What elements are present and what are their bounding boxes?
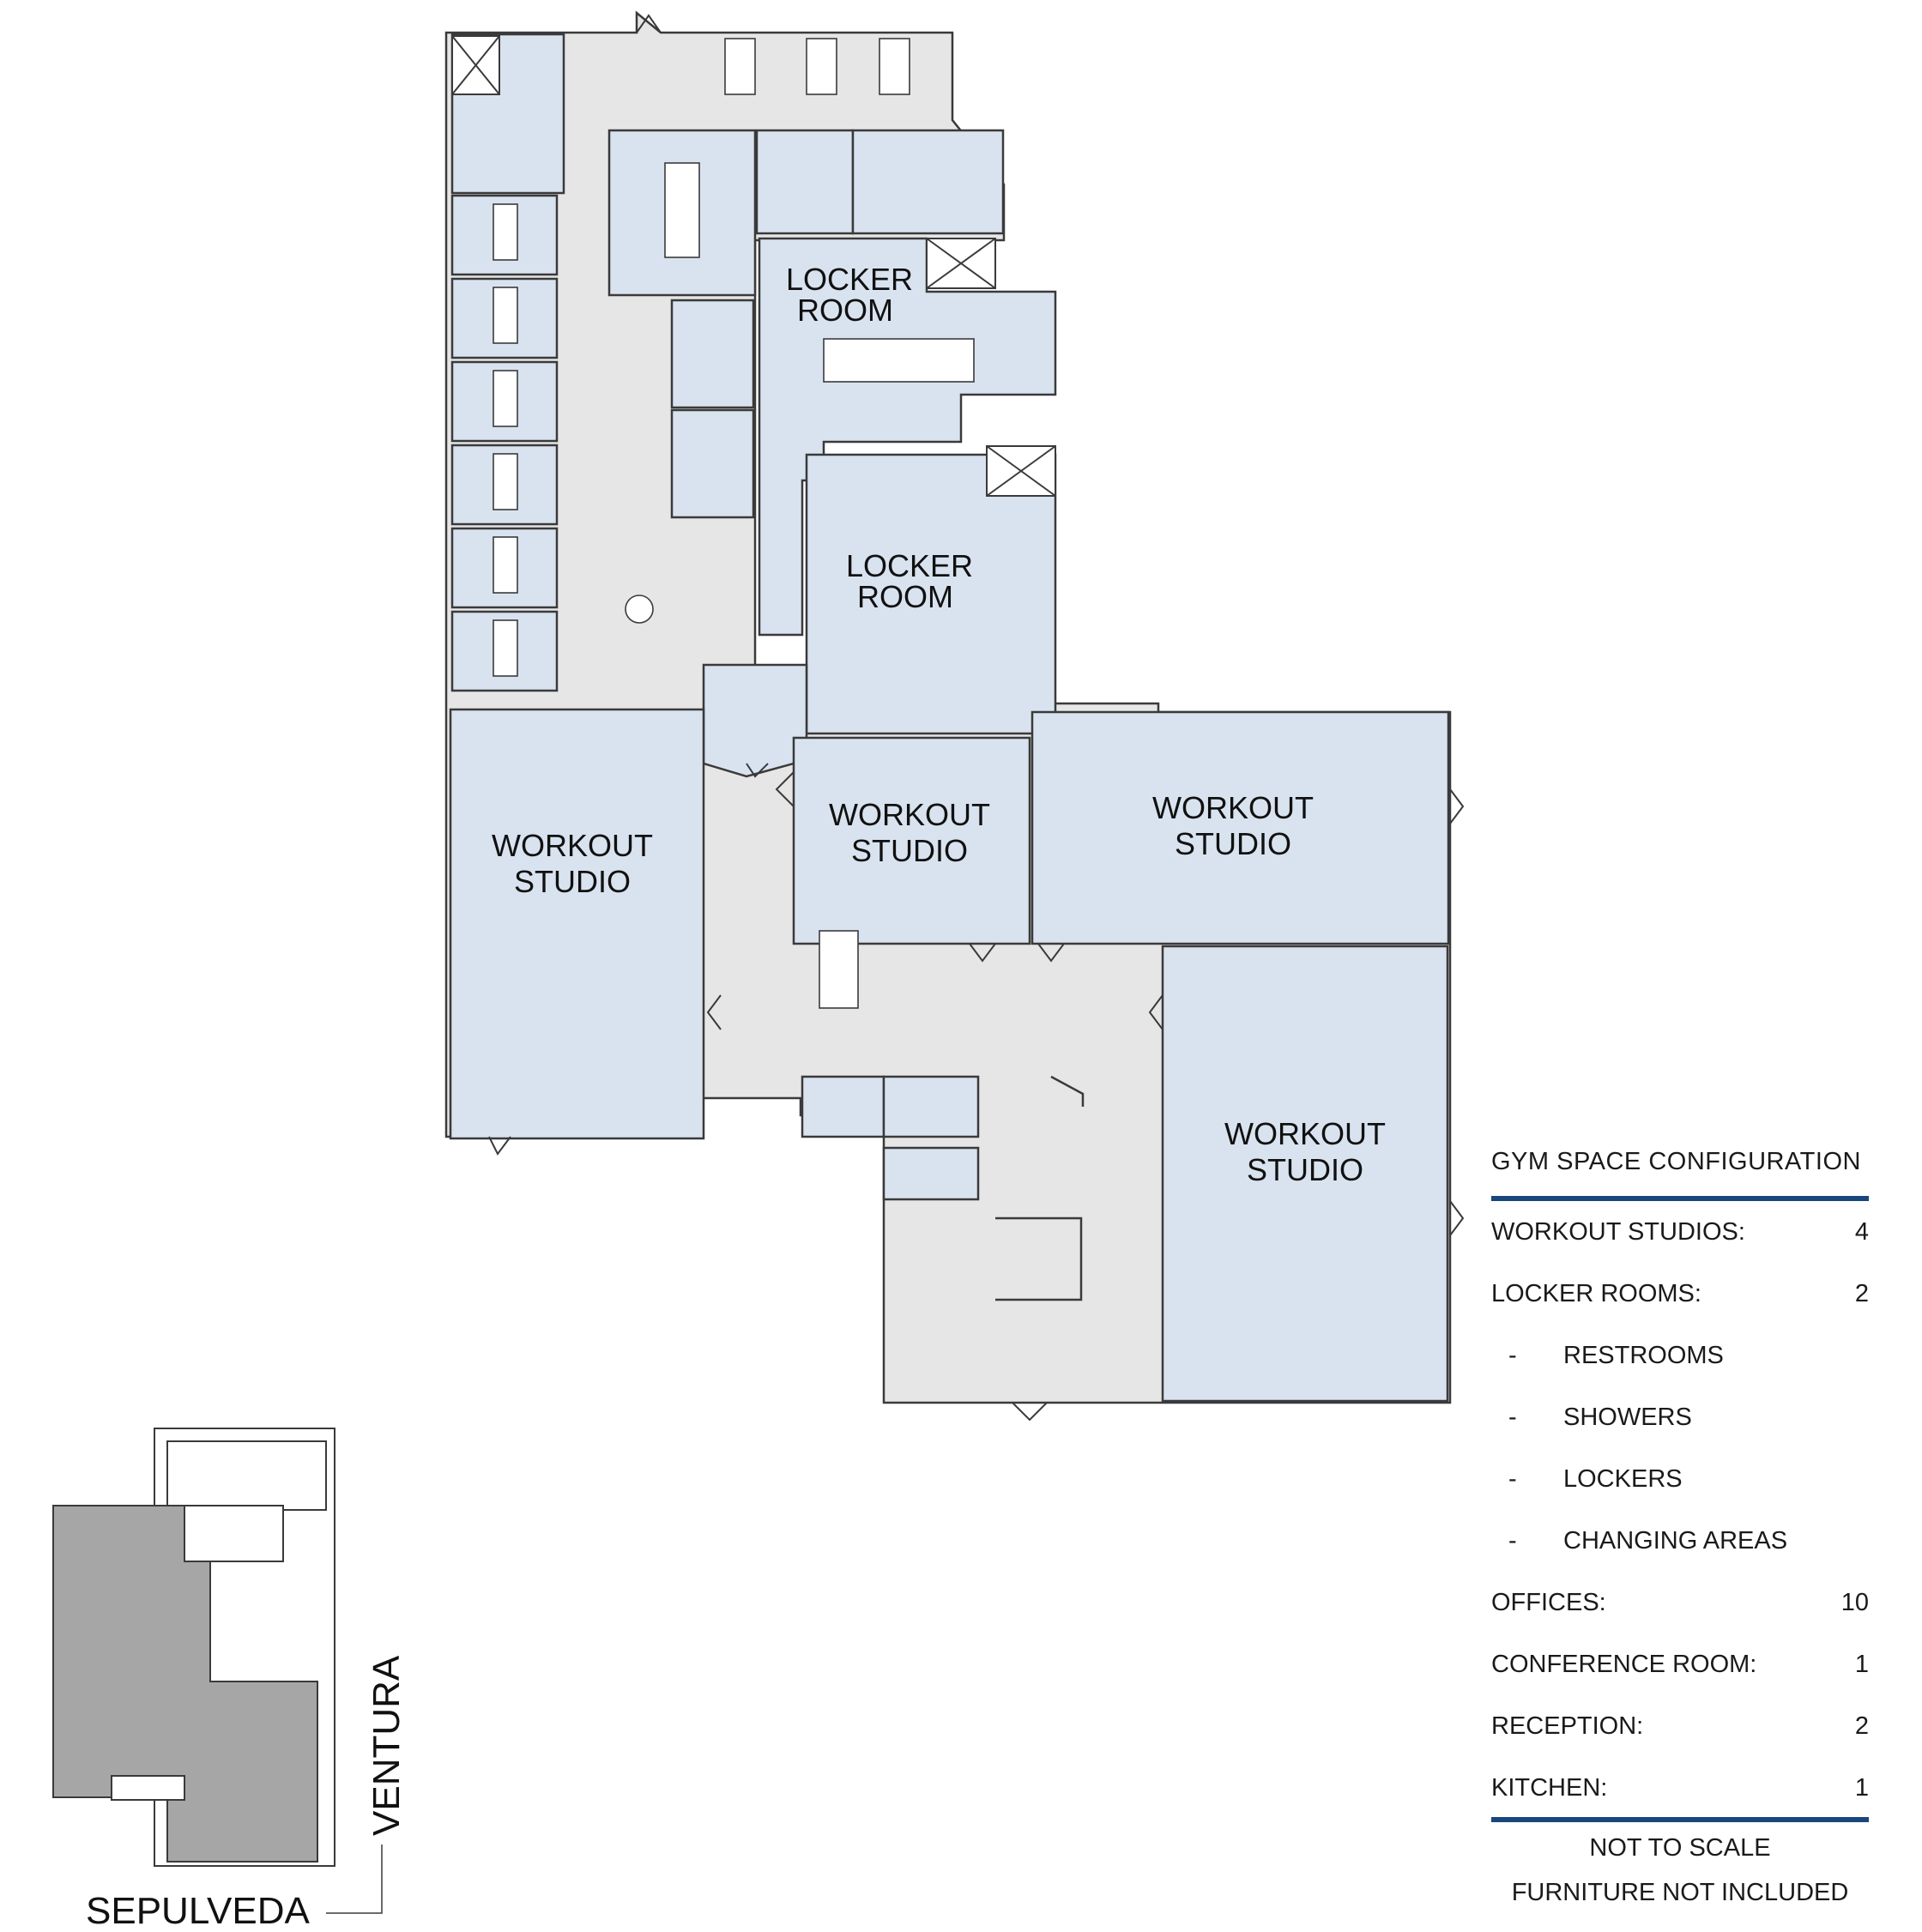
vestibule bbox=[702, 663, 808, 778]
legend-dash: - bbox=[1508, 1465, 1517, 1493]
legend-sub-label: RESTROOMS bbox=[1563, 1342, 1724, 1369]
locker-room-1 bbox=[758, 237, 1057, 637]
legend-note-scale: NOT TO SCALE bbox=[1589, 1834, 1771, 1862]
legend-row: KITCHEN: 1 bbox=[1491, 1774, 1869, 1815]
legend-sub-row: - LOCKERS bbox=[1491, 1465, 1869, 1527]
workout-studio-3-label-line1: WORKOUT bbox=[1152, 790, 1314, 825]
locker-room-1-label-line1: LOCKER bbox=[786, 262, 913, 297]
legend-value: 1 bbox=[1854, 1774, 1869, 1802]
legend-label: RECEPTION: bbox=[1491, 1712, 1644, 1740]
lockers-row bbox=[823, 338, 975, 383]
desk-4 bbox=[493, 453, 518, 510]
key-plan-upper-wing bbox=[166, 1440, 327, 1511]
legend-sub-label: SHOWERS bbox=[1563, 1404, 1692, 1431]
legend-dash: - bbox=[1508, 1527, 1517, 1555]
key-plan-stair bbox=[111, 1775, 185, 1801]
workout-studio-1-room bbox=[449, 708, 705, 1140]
workout-studio-2-label-line1: WORKOUT bbox=[829, 797, 990, 832]
reception-desk-back bbox=[1050, 1075, 1085, 1107]
office-9 bbox=[670, 299, 755, 409]
desk-2 bbox=[493, 287, 518, 344]
storage-room-b bbox=[882, 1075, 980, 1138]
desk-north-1 bbox=[724, 38, 756, 95]
legend-rule-top bbox=[1491, 1196, 1869, 1201]
key-plan-street-lines bbox=[326, 1844, 383, 1914]
table-round bbox=[625, 595, 654, 624]
conference-table bbox=[664, 162, 700, 258]
street-label-ventura: VENTURA bbox=[366, 1655, 408, 1836]
kitchen-counter bbox=[819, 930, 859, 1009]
legend-label: KITCHEN: bbox=[1491, 1774, 1608, 1802]
key-plan-core bbox=[184, 1505, 284, 1562]
legend-sub-label: LOCKERS bbox=[1563, 1465, 1683, 1493]
legend-label: OFFICES: bbox=[1491, 1589, 1606, 1616]
locker-room-2-label-line2: ROOM bbox=[857, 579, 953, 614]
reception-desk bbox=[995, 1217, 1083, 1301]
north-office-b bbox=[851, 129, 1005, 235]
legend-panel: GYM SPACE CONFIGURATION WORKOUT STUDIOS:… bbox=[1491, 1141, 1877, 1923]
workout-studio-3-label-line2: STUDIO bbox=[1175, 826, 1291, 861]
workout-studio-1-label-line2: STUDIO bbox=[514, 864, 631, 899]
legend-value: 4 bbox=[1854, 1218, 1869, 1246]
legend-label: LOCKER ROOMS: bbox=[1491, 1280, 1701, 1307]
legend-sub-row: - SHOWERS bbox=[1491, 1404, 1869, 1465]
legend-value: 10 bbox=[1840, 1589, 1869, 1616]
legend-row: LOCKER ROOMS: 2 bbox=[1491, 1280, 1869, 1342]
legend-row: WORKOUT STUDIOS: 4 bbox=[1491, 1218, 1869, 1280]
key-plan bbox=[52, 1428, 335, 1867]
workout-studio-2-room bbox=[792, 736, 1031, 945]
workout-studio-3-room bbox=[1031, 710, 1450, 945]
office-10 bbox=[670, 408, 755, 519]
legend-sub-row: - CHANGING AREAS bbox=[1491, 1527, 1869, 1589]
legend-row: RECEPTION: 2 bbox=[1491, 1712, 1869, 1774]
legend-value: 2 bbox=[1854, 1280, 1869, 1307]
main-floor-plan bbox=[444, 10, 1452, 1404]
legend-value: 2 bbox=[1854, 1712, 1869, 1740]
furniture bbox=[493, 38, 975, 1009]
desk-north-3 bbox=[879, 38, 910, 95]
desk-5 bbox=[493, 536, 518, 594]
locker-room-1-label-line2: ROOM bbox=[797, 293, 893, 328]
workout-studio-2-label-line2: STUDIO bbox=[851, 833, 968, 868]
legend-title: GYM SPACE CONFIGURATION bbox=[1491, 1148, 1861, 1175]
storage-room-a bbox=[801, 1075, 885, 1138]
workout-studio-4-label-line1: WORKOUT bbox=[1224, 1116, 1386, 1151]
shafts bbox=[451, 35, 1056, 497]
legend-row: OFFICES: 10 bbox=[1491, 1589, 1869, 1651]
workout-studio-4-label-line2: STUDIO bbox=[1247, 1152, 1363, 1187]
legend-label: CONFERENCE ROOM: bbox=[1491, 1651, 1757, 1678]
desk-north-2 bbox=[806, 38, 837, 95]
street-label-sepulveda: SEPULVEDA bbox=[86, 1890, 310, 1932]
legend-dash: - bbox=[1508, 1404, 1517, 1431]
legend-label: WORKOUT STUDIOS: bbox=[1491, 1218, 1745, 1246]
workout-studio-1-label-line1: WORKOUT bbox=[492, 828, 653, 863]
legend-sub-row: - RESTROOMS bbox=[1491, 1342, 1869, 1404]
legend-dash: - bbox=[1508, 1342, 1517, 1369]
restroom-south bbox=[882, 1146, 980, 1201]
key-plan-gym-footprint bbox=[52, 1505, 318, 1863]
legend-note-furniture: FURNITURE NOT INCLUDED bbox=[1511, 1879, 1849, 1906]
door-markers bbox=[488, 14, 1465, 1422]
conference-room bbox=[607, 129, 757, 297]
desk-1 bbox=[493, 203, 518, 261]
legend-sub-label: CHANGING AREAS bbox=[1563, 1527, 1788, 1555]
desk-6 bbox=[493, 619, 518, 677]
locker-room-2-label-line1: LOCKER bbox=[846, 548, 973, 583]
legend-value: 1 bbox=[1854, 1651, 1869, 1678]
north-office-a bbox=[755, 129, 855, 235]
legend-rule-bottom bbox=[1491, 1817, 1869, 1822]
workout-studio-4-room bbox=[1161, 945, 1449, 1403]
legend-row: CONFERENCE ROOM: 1 bbox=[1491, 1651, 1869, 1712]
desk-3 bbox=[493, 370, 518, 427]
room-labels: LOCKER ROOM LOCKER ROOM WORKOUT STUDIO W… bbox=[492, 262, 1386, 1187]
